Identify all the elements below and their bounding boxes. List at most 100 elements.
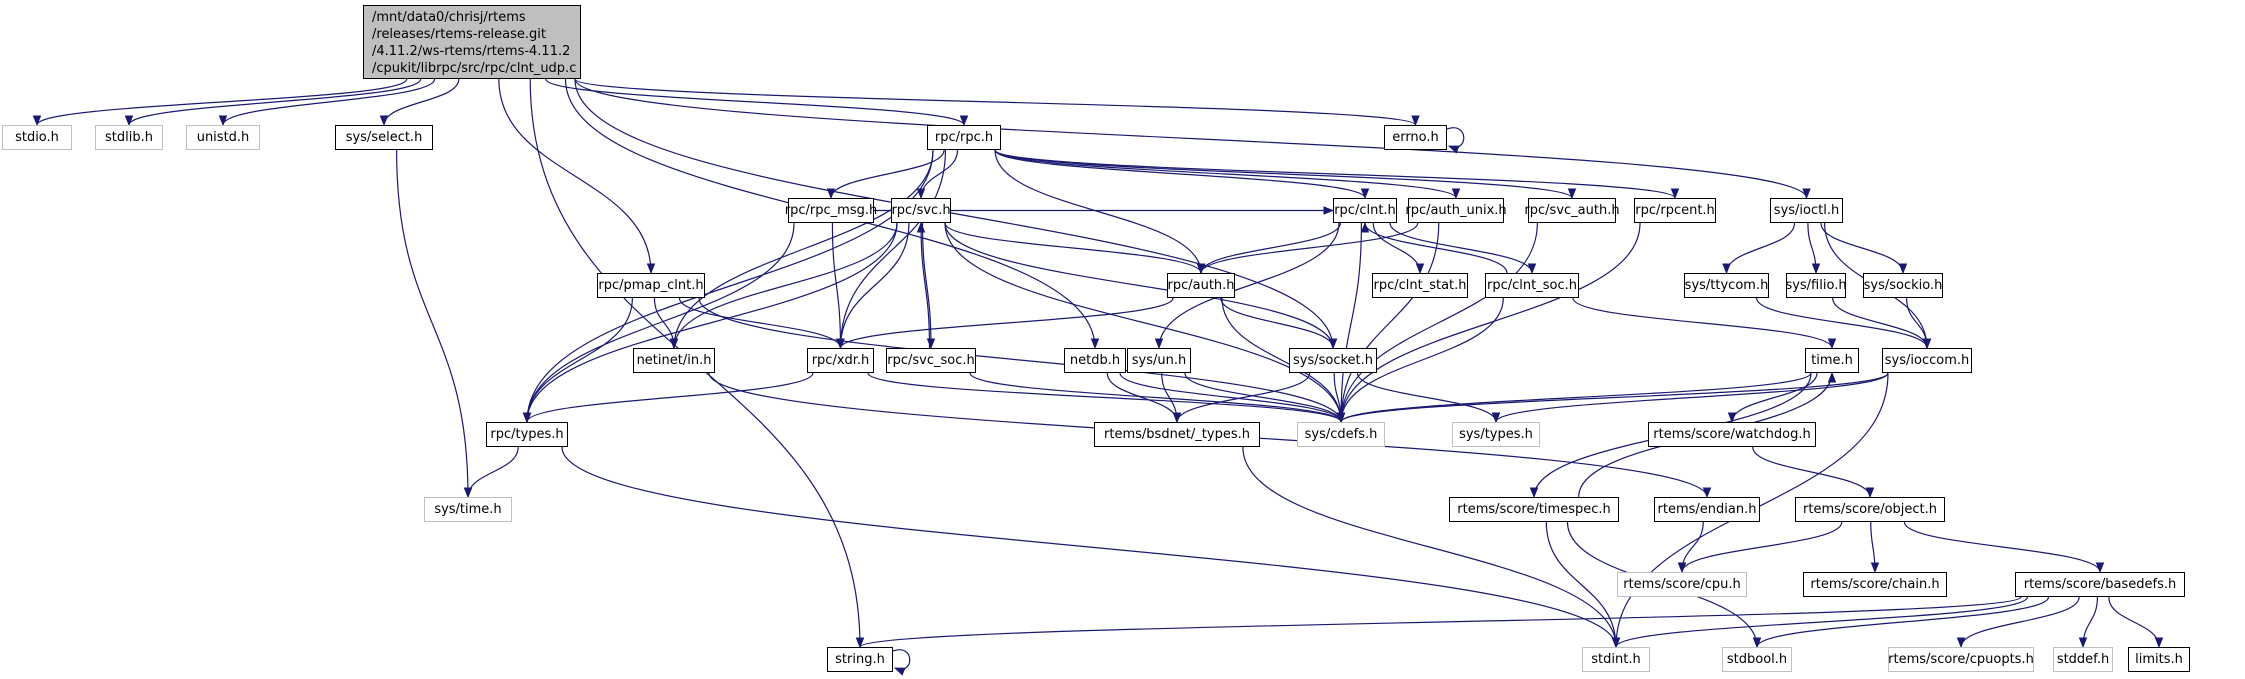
node-netdb-h[interactable]: netdb.h: [1064, 348, 1126, 373]
node-sys-un-h[interactable]: sys/un.h: [1127, 348, 1191, 373]
edge-rpc_xdr-to-sys_cdefs: [867, 372, 1346, 424]
edge-rtems_score_timespec-to-stdint: [1545, 521, 1621, 649]
node-sys-time-h[interactable]: sys/time.h: [424, 497, 512, 522]
edge-rpc_auth-to-rpc_xdr: [836, 297, 1174, 350]
node-rpc-auth-h[interactable]: rpc/auth.h: [1167, 273, 1235, 298]
edge-rpc_rpc-to-rpc_svc_auth: [994, 149, 1577, 200]
edge-root-to-rpc_pmap_clnt: [498, 78, 656, 275]
node-stdbool-h[interactable]: stdbool.h: [1722, 647, 1792, 672]
node-rtems-score-cpu-h[interactable]: rtems/score/cpu.h: [1617, 572, 1747, 597]
edge-rpc_svc-to-rpc_types: [522, 222, 898, 424]
root-file-node[interactable]: /mnt/data0/chrisj/rtems /releases/rtems-…: [363, 5, 581, 79]
edge-rtems_score_basedefs-to-rtems_score_cpuopts: [1956, 596, 2080, 649]
edge-time-to-rtems_score_watchdog: [1727, 372, 1818, 424]
edge-sys_ttycom-to-sys_ioccom: [1755, 297, 1932, 350]
edge-root-to-sys_ioctl: [574, 78, 1811, 200]
edge-rtems_score_basedefs-to-stdint: [1611, 596, 2028, 649]
node-unistd-h[interactable]: unistd.h: [186, 125, 260, 150]
edge-rpc_clnt-to-sys_cdefs: [1336, 222, 1362, 424]
node-stdlib-h[interactable]: stdlib.h: [95, 125, 163, 150]
edge-rpc_clnt_soc-to-time: [1572, 297, 1837, 350]
node-string-h[interactable]: string.h: [827, 647, 893, 672]
edge-rpc_rpc_msg-to-rpc_types: [522, 222, 795, 424]
edge-rpc_svc-to-sys_cdefs: [944, 222, 1346, 424]
edge-rpc_rpc-to-rpc_rpc_msg: [826, 149, 945, 200]
edge-rtems_score_watchdog-to-rtems_score_object: [1752, 446, 1875, 499]
node-rpc-rpcent-h[interactable]: rpc/rpcent.h: [1634, 198, 1716, 223]
node-rpc-types-h[interactable]: rpc/types.h: [486, 422, 568, 447]
node-sys-socket-h[interactable]: sys/socket.h: [1289, 348, 1377, 373]
edge-netdb-to-sys_cdefs: [1119, 372, 1346, 424]
node-rtems-score-watchdog-h[interactable]: rtems/score/watchdog.h: [1648, 422, 1816, 447]
edge-rpc_rpc-to-rpc_clnt: [994, 149, 1370, 200]
edge-rpc_rpc-to-rpc_rpcent: [994, 149, 1680, 200]
edge-rtems_score_basedefs-to-limits: [2108, 596, 2164, 649]
edge-sys_socket-to-sys_types: [1356, 372, 1501, 424]
edge-sys_sockio-to-sys_ioccom: [1906, 297, 1932, 350]
node-stddef-h[interactable]: stddef.h: [2053, 647, 2113, 672]
node-limits-h[interactable]: limits.h: [2128, 647, 2190, 672]
node-rpc-auth-unix-h[interactable]: rpc/auth_unix.h: [1405, 198, 1507, 223]
node-rpc-svc-soc-h[interactable]: rpc/svc_soc.h: [886, 348, 976, 373]
edge-rtems_score_object-to-rtems_score_basedefs: [1903, 521, 2105, 574]
edge-sys_ioccom-to-sys_cdefs: [1336, 372, 1889, 424]
node-time-h[interactable]: time.h: [1805, 348, 1859, 373]
edge-sys_filio-to-sys_ioccom: [1832, 297, 1932, 350]
node-rtems-score-chain-h[interactable]: rtems/score/chain.h: [1803, 572, 1947, 597]
node-rpc-clnt-h[interactable]: rpc/clnt.h: [1333, 198, 1397, 223]
edge-sys_ioctl-to-sys_filio: [1807, 222, 1821, 275]
edge-root-to-stdlib: [124, 78, 422, 127]
node-sys-ttycom-h[interactable]: sys/ttycom.h: [1684, 273, 1769, 298]
edge-rpc_auth-to-sys_socket: [1220, 297, 1338, 350]
edge-rpc_svc_soc-to-sys_cdefs: [969, 372, 1346, 424]
edge-rtems_score_object-to-rtems_score_cpu: [1677, 521, 1843, 574]
edge-sys_ioccom-to-sys_types: [1491, 372, 1889, 424]
node-stdio-h[interactable]: stdio.h: [2, 125, 72, 150]
edge-rpc_auth_unix-to-rpc_auth: [1196, 222, 1419, 275]
edge-rpc_auth-to-sys_cdefs: [1221, 297, 1346, 424]
edge-root-to-rpc_rpc: [545, 78, 969, 127]
edge-netdb-to-rtems_bsdnet_types: [1106, 372, 1182, 424]
node-rpc-clnt-stat-h[interactable]: rpc/clnt_stat.h: [1372, 273, 1468, 298]
node-rtems-score-object-h[interactable]: rtems/score/object.h: [1795, 497, 1945, 522]
edge-rpc_rpc-to-rpc_xdr: [836, 149, 947, 350]
node-rpc-pmap-clnt-h[interactable]: rpc/pmap_clnt.h: [597, 273, 705, 298]
edge-rpc_svc_soc-to-rpc_svc: [916, 221, 931, 349]
node-sys-types-h[interactable]: sys/types.h: [1452, 422, 1540, 447]
node-errno-h[interactable]: errno.h: [1384, 125, 1447, 150]
node-sys-cdefs-h[interactable]: sys/cdefs.h: [1297, 422, 1385, 447]
edge-rtems_score_basedefs-to-stddef: [2078, 596, 2099, 649]
edge-rpc_clnt_soc-to-rpc_clnt: [1360, 221, 1508, 274]
edge-rpc_rpc-to-rpc_types: [522, 149, 934, 424]
node-sys-ioccom-h[interactable]: sys/ioccom.h: [1882, 348, 1972, 373]
node-sys-ioctl-h[interactable]: sys/ioctl.h: [1770, 198, 1843, 223]
node-rtems-score-basedefs-h[interactable]: rtems/score/basedefs.h: [2015, 572, 2185, 597]
edge-errno-to-errno: [1446, 127, 1465, 154]
node-sys-filio-h[interactable]: sys/filio.h: [1785, 273, 1847, 298]
edge-rpc_pmap_clnt-to-rpc_types: [522, 297, 633, 424]
edge-rtems_score_basedefs-to-string: [856, 596, 2022, 649]
edge-sys_un-to-sys_cdefs: [1184, 372, 1346, 424]
node-rpc-clnt-soc-h[interactable]: rpc/clnt_soc.h: [1485, 273, 1579, 298]
node-sys-sockio-h[interactable]: sys/sockio.h: [1863, 273, 1943, 298]
edge-rpc_svc-to-netinet_in: [669, 222, 898, 350]
node-netinet-in-h[interactable]: netinet/in.h: [633, 348, 715, 373]
node-rpc-rpc-h[interactable]: rpc/rpc.h: [927, 125, 1001, 150]
node-rtems-score-cpuopts-h[interactable]: rtems/score/cpuopts.h: [1888, 647, 2034, 672]
node-rpc-svc-auth-h[interactable]: rpc/svc_auth.h: [1524, 198, 1620, 223]
edge-rpc_types-to-stdint: [561, 446, 1621, 649]
node-sys-select-h[interactable]: sys/select.h: [335, 125, 433, 150]
edge-rpc_svc_auth-to-sys_cdefs: [1336, 222, 1538, 424]
node-rpc-xdr-h[interactable]: rpc/xdr.h: [807, 348, 874, 373]
node-rpc-rpc-msg-h[interactable]: rpc/rpc_msg.h: [785, 198, 877, 223]
node-stdint-h[interactable]: stdint.h: [1582, 647, 1650, 672]
edge-rpc_rpc-to-rpc_svc: [916, 149, 959, 200]
edge-rpc_svc-to-sys_socket: [944, 222, 1338, 350]
node-rtems-endian-h[interactable]: rtems/endian.h: [1654, 497, 1760, 522]
edge-root-to-stdio: [32, 78, 408, 127]
node-rtems-bsdnet-types-h[interactable]: rtems/bsdnet/_types.h: [1094, 422, 1260, 447]
node-rpc-svc-h[interactable]: rpc/svc.h: [891, 198, 951, 223]
edge-root-to-sys_socket: [574, 78, 1338, 350]
node-rtems-score-timespec-h[interactable]: rtems/score/timespec.h: [1449, 497, 1619, 522]
